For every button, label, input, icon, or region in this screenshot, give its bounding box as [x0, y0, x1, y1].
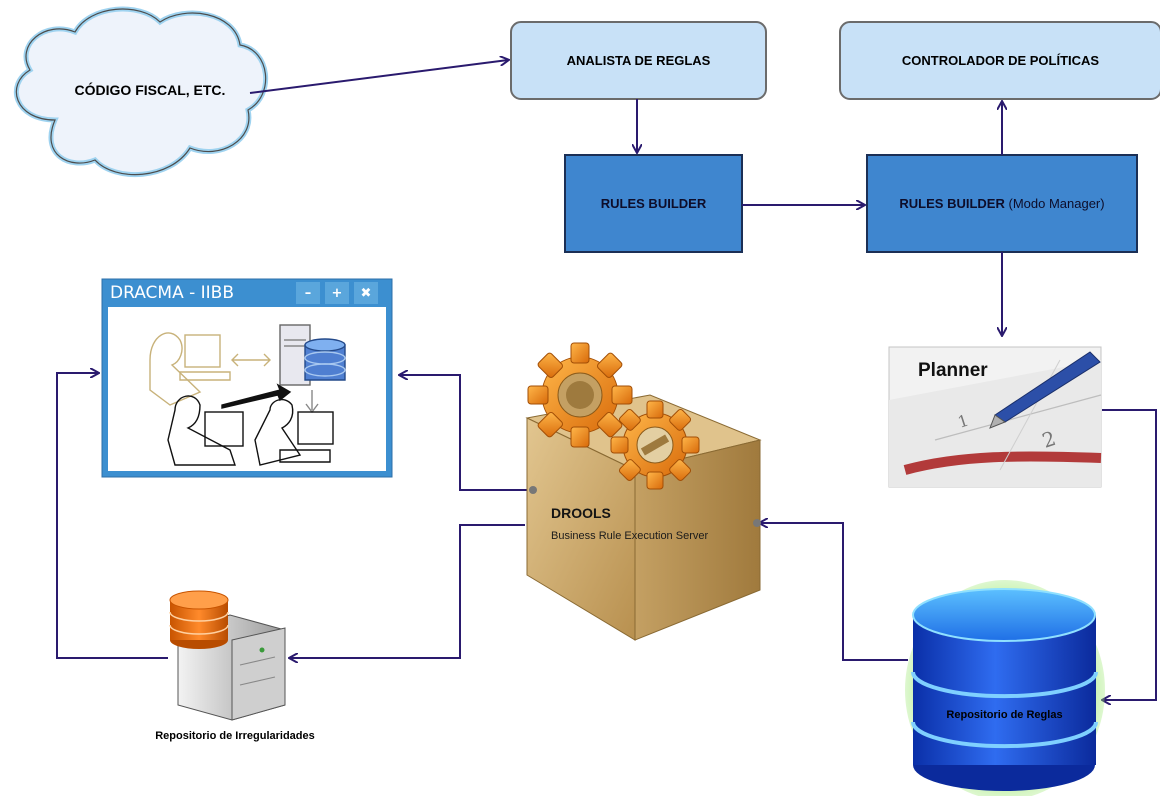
gear-large-icon	[527, 342, 633, 448]
repositorio-reglas-database-icon	[905, 580, 1105, 796]
rules-builder-label: RULES BUILDER	[600, 196, 707, 211]
planner-title: Planner	[918, 360, 988, 381]
network-sketch-illustration	[149, 324, 346, 466]
rules-builder-box	[564, 154, 743, 253]
gear-small-icon	[610, 400, 700, 490]
dracma-window	[101, 278, 393, 478]
rules-builder-manager-title: RULES BUILDER	[899, 196, 1005, 211]
cloud-shape	[13, 6, 269, 178]
controlador-label: CONTROLADOR DE POLÍTICAS	[901, 53, 1100, 68]
analista-label: ANALISTA DE REGLAS	[566, 53, 711, 68]
controlador-box	[839, 21, 1160, 100]
window-maximize-button[interactable]: +	[331, 285, 343, 301]
rules-builder-manager-mode: (Modo Manager)	[1008, 196, 1105, 211]
window-minimize-button[interactable]: –	[304, 285, 312, 301]
arrow-planner-to-repositorio	[1102, 409, 1157, 700]
repositorio-irregularidades-server-icon	[169, 590, 286, 721]
dracma-window-title: DRACMA - IIBB	[110, 283, 235, 303]
rules-builder-manager-label: RULES BUILDER (Modo Manager)	[867, 155, 1137, 252]
arrow-drools-to-irregularidades	[290, 524, 525, 658]
drools-subtitle: Business Rule Execution Server	[551, 530, 709, 542]
arrow-irregularidades-to-dracma	[56, 373, 168, 659]
arrow-repositorio-to-drools	[760, 523, 908, 661]
window-close-button[interactable]: ✖	[360, 285, 372, 301]
drools-title: DROOLS	[551, 505, 611, 521]
analista-box	[510, 21, 767, 100]
repositorio-reglas-label: Repositorio de Reglas	[946, 709, 1063, 721]
planner-image: 1 2	[888, 346, 1102, 488]
arrow-drools-to-dracma	[400, 375, 530, 491]
arrow-cloud-to-analista	[249, 60, 508, 94]
cloud-label: CÓDIGO FISCAL, ETC.	[74, 82, 226, 98]
repositorio-irregularidades-label: Repositorio de Irregularidades	[155, 730, 315, 742]
